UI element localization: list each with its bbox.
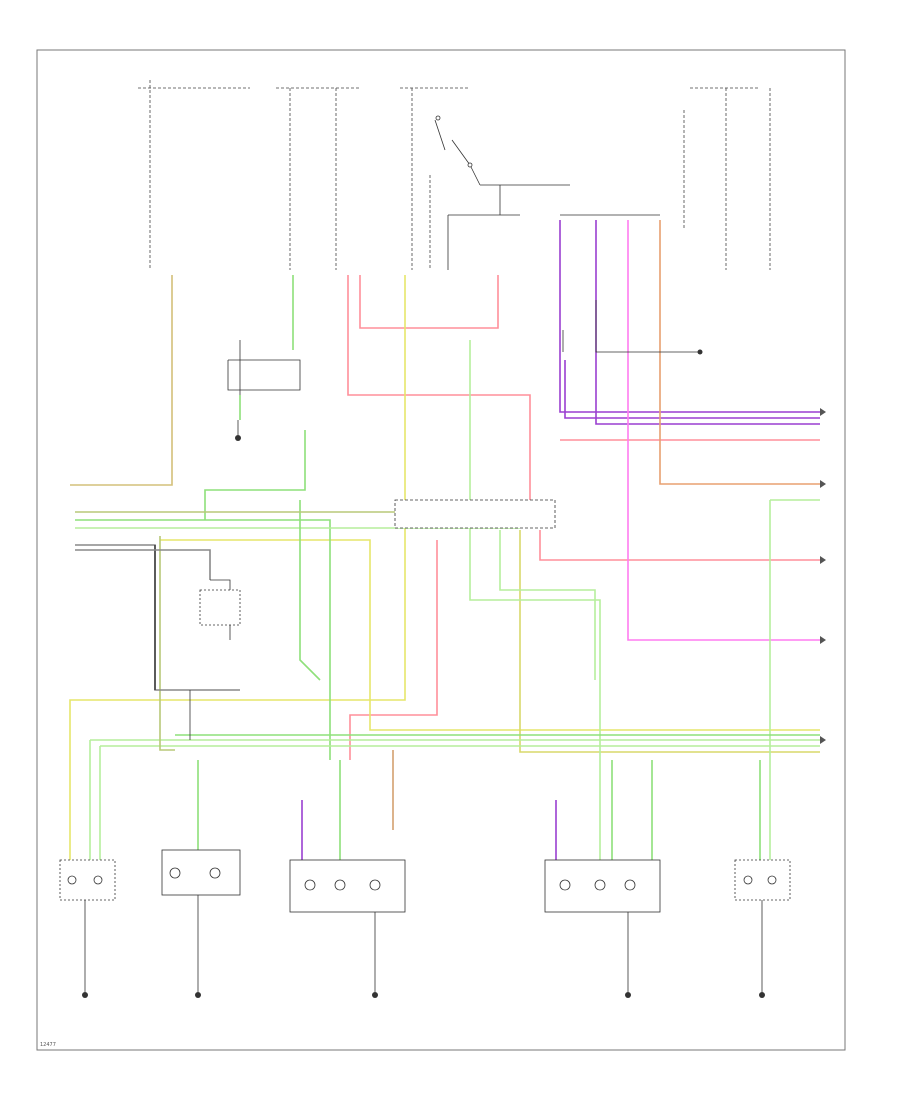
wire-black	[189, 300, 700, 740]
lamp-bulb-icon	[67, 875, 77, 885]
connector-arrow-icon	[820, 408, 826, 416]
connector-arrow-icon	[820, 636, 826, 644]
wire-magenta	[627, 220, 820, 641]
relay-box	[199, 589, 241, 626]
wire-green-network	[75, 340, 820, 860]
wire-olive	[75, 511, 410, 751]
footer-code: 12477	[40, 1042, 56, 1048]
ground-symbol-icon	[372, 992, 378, 998]
lamp-housing-right	[734, 859, 791, 901]
connector-arrow-icon	[820, 556, 826, 564]
ground-drops	[84, 420, 763, 992]
connector-arrows	[820, 408, 826, 744]
power-feeds	[138, 80, 771, 270]
connector-arrow-icon	[820, 480, 826, 488]
wire-tan-left	[70, 275, 173, 486]
ground-symbol-icon	[625, 992, 631, 998]
wire-purple	[301, 220, 820, 860]
wire-yellow	[69, 275, 820, 860]
wire-pink	[347, 275, 820, 760]
lamp-housing-license	[161, 849, 241, 896]
connector-central	[394, 499, 556, 529]
ground-symbol-icon	[759, 992, 765, 998]
ground-symbol-icon	[235, 435, 241, 441]
connector-arrow-icon	[820, 736, 826, 744]
lamp-housing-left	[59, 859, 116, 901]
ground-symbol-icon	[195, 992, 201, 998]
diagram-frame	[36, 49, 846, 1051]
wire-orange	[392, 220, 820, 830]
wire-green-top	[239, 275, 294, 420]
ground-symbols	[82, 349, 765, 998]
ground-symbol-icon	[697, 349, 703, 355]
wire-gray	[75, 544, 240, 691]
switch-assembly	[429, 115, 660, 270]
ground-symbol-icon	[82, 992, 88, 998]
lamp-housing-center-left	[289, 859, 406, 913]
lamp-housing-center-right	[544, 859, 661, 913]
